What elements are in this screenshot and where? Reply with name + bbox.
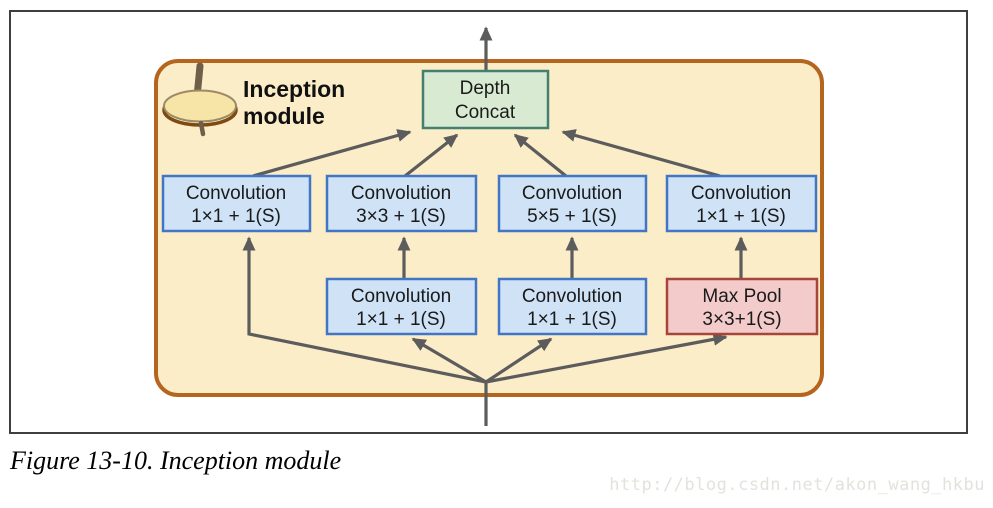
node-label: Convolution [351, 183, 451, 204]
arrow-conv3-to-concat [513, 133, 568, 178]
node-conv-1x1-before-3x3: Convolution 1×1 + 1(S) [325, 277, 478, 336]
module-title-line1: Inception [243, 76, 345, 102]
node-label: Convolution [691, 183, 791, 204]
arrow-conv1-to-concat [252, 129, 412, 178]
arrow-conv2-to-concat [404, 133, 459, 178]
node-label: Max Pool [702, 286, 781, 307]
node-conv-1x1-branch4: Convolution 1×1 + 1(S) [665, 174, 818, 233]
node-conv-5x5: Convolution 5×5 + 1(S) [497, 174, 648, 233]
node-label: 1×1 + 1(S) [356, 309, 446, 330]
node-label: Concat [455, 102, 516, 123]
node-conv-1x1-branch1: Convolution 1×1 + 1(S) [161, 174, 312, 233]
arrow-input-to-conv1x1-left [242, 236, 487, 384]
node-label: Convolution [351, 286, 451, 307]
figure-caption: Figure 13-10. Inception module [10, 446, 342, 475]
module-title-line2: module [243, 103, 325, 129]
node-label: Convolution [522, 183, 622, 204]
node-depth-concat: Depth Concat [421, 69, 550, 130]
arrow-input-to-maxpool [485, 332, 728, 384]
node-max-pool: Max Pool 3×3+1(S) [665, 277, 819, 336]
node-label: 3×3 + 1(S) [356, 206, 446, 227]
node-conv-1x1-before-5x5: Convolution 1×1 + 1(S) [497, 277, 648, 336]
arrow-input-to-conv1x1-mid-right [485, 337, 553, 384]
node-label: Convolution [186, 183, 286, 204]
node-label: 1×1 + 1(S) [696, 206, 786, 227]
watermark-url: http://blog.csdn.net/akon_wang_hkbu [609, 475, 985, 495]
node-label: 5×5 + 1(S) [527, 206, 617, 227]
inception-module-panel [154, 59, 824, 397]
flow-arrows [242, 26, 748, 426]
node-label: Convolution [522, 286, 622, 307]
arrow-conv4-to-concat [561, 129, 721, 178]
node-label: Depth [460, 78, 511, 99]
node-conv-3x3: Convolution 3×3 + 1(S) [325, 174, 478, 233]
arrow-input-to-conv1x1-mid-left [411, 337, 487, 384]
node-label: 1×1 + 1(S) [191, 206, 281, 227]
node-label: 1×1 + 1(S) [527, 309, 617, 330]
spinning-top-icon [162, 62, 238, 137]
figure-border [9, 10, 968, 434]
node-label: 3×3+1(S) [702, 309, 781, 330]
